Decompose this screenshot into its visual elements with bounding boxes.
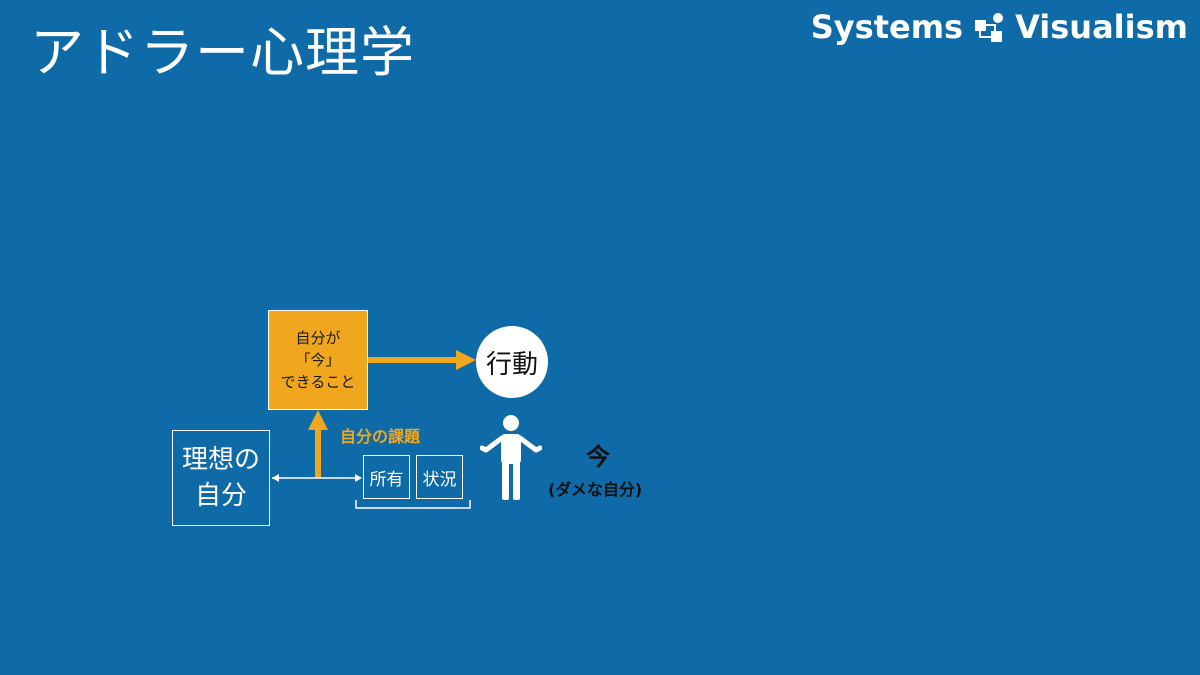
task-item-label: 状況 — [422, 469, 457, 490]
ideal-line1: 理想の — [181, 445, 260, 475]
now-label: 今 — [586, 443, 610, 471]
task-bracket — [355, 500, 471, 509]
brand-text-right: Visualism — [1015, 8, 1188, 46]
systems-visualism-logo-icon — [975, 13, 1004, 42]
action-label: 行動 — [485, 349, 538, 380]
now-sub-label: (ダメな自分) — [548, 480, 643, 499]
now-possible-box: 自分が 「今」 できること — [268, 310, 368, 410]
page-title: アドラー心理学 — [30, 21, 415, 84]
now-box-line3: できること — [280, 373, 356, 391]
arrow-to-action-head — [456, 350, 476, 370]
ideal-line2: 自分 — [194, 481, 247, 511]
tasks-arrowhead — [355, 474, 362, 482]
arrow-up-to-now-box-head — [308, 410, 328, 430]
person-shrug-icon — [480, 415, 542, 500]
now-box-line2: 「今」 — [295, 351, 341, 369]
brand-logo: Systems Visualism — [811, 8, 1188, 46]
ideal-arrowhead — [272, 474, 279, 482]
now-box-line1: 自分が — [295, 329, 341, 347]
task-item-label: 所有 — [369, 469, 404, 490]
task-item-possession: 所有 — [363, 455, 410, 499]
own-task-label: 自分の課題 — [340, 427, 421, 446]
action-circle: 行動 — [476, 326, 548, 398]
brand-text-left: Systems — [810, 8, 964, 46]
task-item-situation: 状況 — [416, 455, 463, 499]
ideal-self-box: 理想の 自分 — [172, 430, 270, 526]
